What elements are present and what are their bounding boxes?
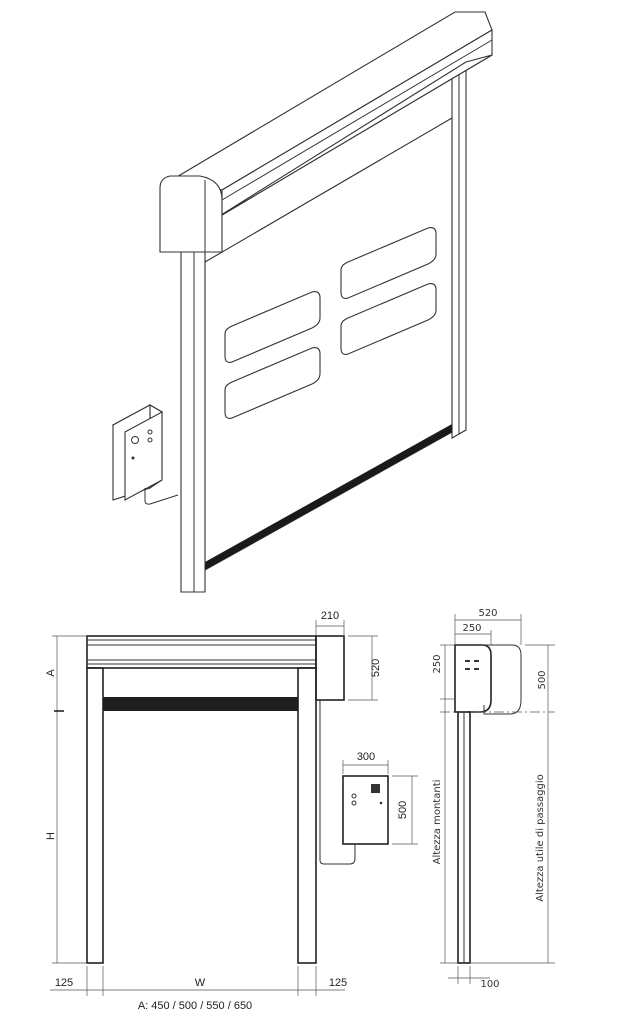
dim-side-box-height: 250: [432, 654, 443, 673]
front-left-post: [86, 667, 104, 964]
dim-left-post: 125: [55, 977, 73, 989]
dim-side-box-height: 520: [370, 659, 382, 677]
front-header: [86, 635, 317, 669]
dim-side-box-depth: 250: [462, 623, 481, 634]
dim-side-box-width: 210: [321, 610, 339, 622]
front-right-post: [297, 667, 317, 964]
iso-switch-icon: [131, 436, 139, 444]
front-elevation: [50, 620, 418, 996]
dim-post-depth: 100: [480, 979, 499, 990]
label-w: W: [195, 977, 206, 989]
iso-end-cap: [159, 175, 223, 253]
label-clear-height: Altezza utile di passaggio: [535, 774, 546, 902]
label-post-height: Altezza montanti: [432, 780, 443, 865]
side-elevation: [440, 614, 555, 984]
dim-control-box-width: 300: [357, 751, 375, 763]
side-box: [454, 644, 492, 713]
front-curtain-bottom: [103, 697, 298, 711]
front-control-box: [342, 775, 389, 845]
side-box-vents: [465, 660, 479, 670]
dim-side-total-height: 500: [537, 670, 548, 689]
front-side-box: [315, 635, 345, 701]
label-a: A: [45, 669, 57, 677]
iso-control-box: [111, 404, 179, 505]
iso-bottom-seal: [205, 424, 452, 570]
control-display-icon: [371, 784, 380, 793]
iso-left-post: [180, 251, 206, 593]
dim-right-post: 125: [329, 977, 347, 989]
dim-control-box-height: 500: [397, 801, 409, 819]
isometric-door-view: [111, 11, 493, 593]
dim-side-total-depth: 520: [478, 608, 497, 619]
label-h: H: [45, 832, 57, 840]
iso-windows: [224, 227, 437, 419]
a-values-note: A: 450 / 500 / 550 / 650: [138, 1000, 252, 1012]
